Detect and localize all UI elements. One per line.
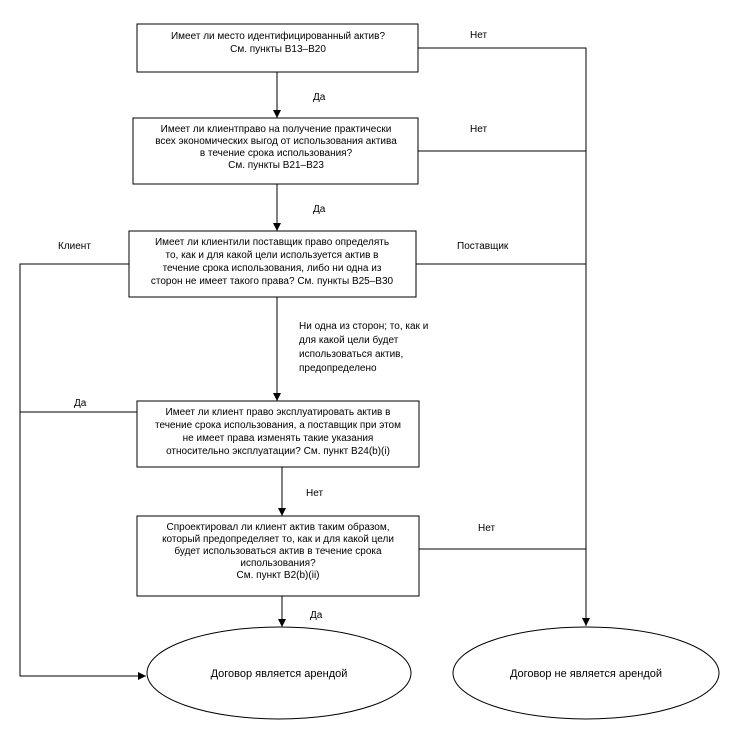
- node-q5-line: который предопределяет то, как и для как…: [162, 534, 394, 545]
- label-q1-no: Нет: [470, 30, 487, 41]
- node-q5-line: будет использоваться актив в течение сро…: [174, 545, 382, 557]
- node-q1-line: См. пункты B13–B20: [230, 44, 326, 55]
- node-nolease-line: Договор не является арендой: [510, 668, 662, 680]
- node-lease-line: Договор является арендой: [211, 668, 348, 680]
- node-q2-line: в течение срока использования?: [200, 148, 353, 159]
- node-q2-line: всех экономических выгод от использовани…: [155, 136, 397, 147]
- node-q5-line: См. пункт B2(b)(ii): [237, 570, 320, 581]
- label-q3-client: Клиент: [58, 241, 91, 252]
- question-box-economic-benefits: [132, 117, 419, 185]
- question-box-right-to-operate: [136, 400, 420, 468]
- label-q3-supplier: Поставщик: [457, 241, 509, 252]
- node-q2-line: Имеет ли клиентправо на получение практи…: [161, 124, 392, 135]
- node-q4-line: не имеет права изменять такие указания: [183, 433, 374, 444]
- label-q3-neither-line: Ни одна из сторон; то, как и: [299, 321, 428, 332]
- label-q4-yes: Да: [74, 398, 87, 409]
- node-q3-line: сторон не имеет такого права? См. пункты…: [151, 276, 394, 287]
- label-q5-no: Нет: [478, 523, 495, 534]
- label-q2-no: Нет: [470, 124, 487, 135]
- node-q5-line: Спроектировал ли клиент актив таким обра…: [167, 521, 390, 533]
- node-q3-line: Имеет ли клиентили поставщик право опред…: [155, 237, 389, 248]
- label-q1-yes: Да: [313, 92, 326, 103]
- node-q4-line: течение срока использования, а поставщик…: [155, 420, 401, 431]
- label-q3-neither-line: для какой цели будет: [299, 334, 399, 346]
- node-q1-line: Имеет ли место идентифицированный актив?: [171, 30, 385, 42]
- terminal-lease: [146, 626, 412, 720]
- node-texts: Имеет ли место идентифицированный актив?…: [151, 30, 662, 680]
- question-box-right-to-direct: [128, 230, 417, 298]
- label-q3-neither: Ни одна из сторон; то, как и для какой це…: [299, 321, 428, 374]
- label-q4-no: Нет: [306, 488, 323, 499]
- label-q3-neither-line: предопределено: [299, 363, 377, 374]
- label-q2-yes: Да: [313, 204, 326, 215]
- label-q5-yes: Да: [310, 610, 323, 621]
- question-box-identified-asset: [136, 23, 419, 73]
- node-q4-line: относительно эксплуатации? См. пункт B24…: [166, 446, 390, 457]
- node-q3-line: течение срока использования, либо ни одн…: [163, 262, 382, 274]
- node-q2-line: См. пункты B21–B23: [228, 160, 324, 171]
- node-q5-line: использования?: [240, 558, 316, 569]
- label-q3-neither-line: использоваться актив,: [299, 349, 403, 360]
- terminal-not-lease: [452, 626, 720, 720]
- node-q3-line: то, как и для какой цели используется ак…: [166, 250, 379, 261]
- question-box-asset-design: [136, 515, 420, 597]
- connector-no-bus: [418, 47, 590, 626]
- connector-client-bus: [19, 263, 146, 680]
- node-q4-line: Имеет ли клиент право эксплуатировать ак…: [166, 407, 391, 418]
